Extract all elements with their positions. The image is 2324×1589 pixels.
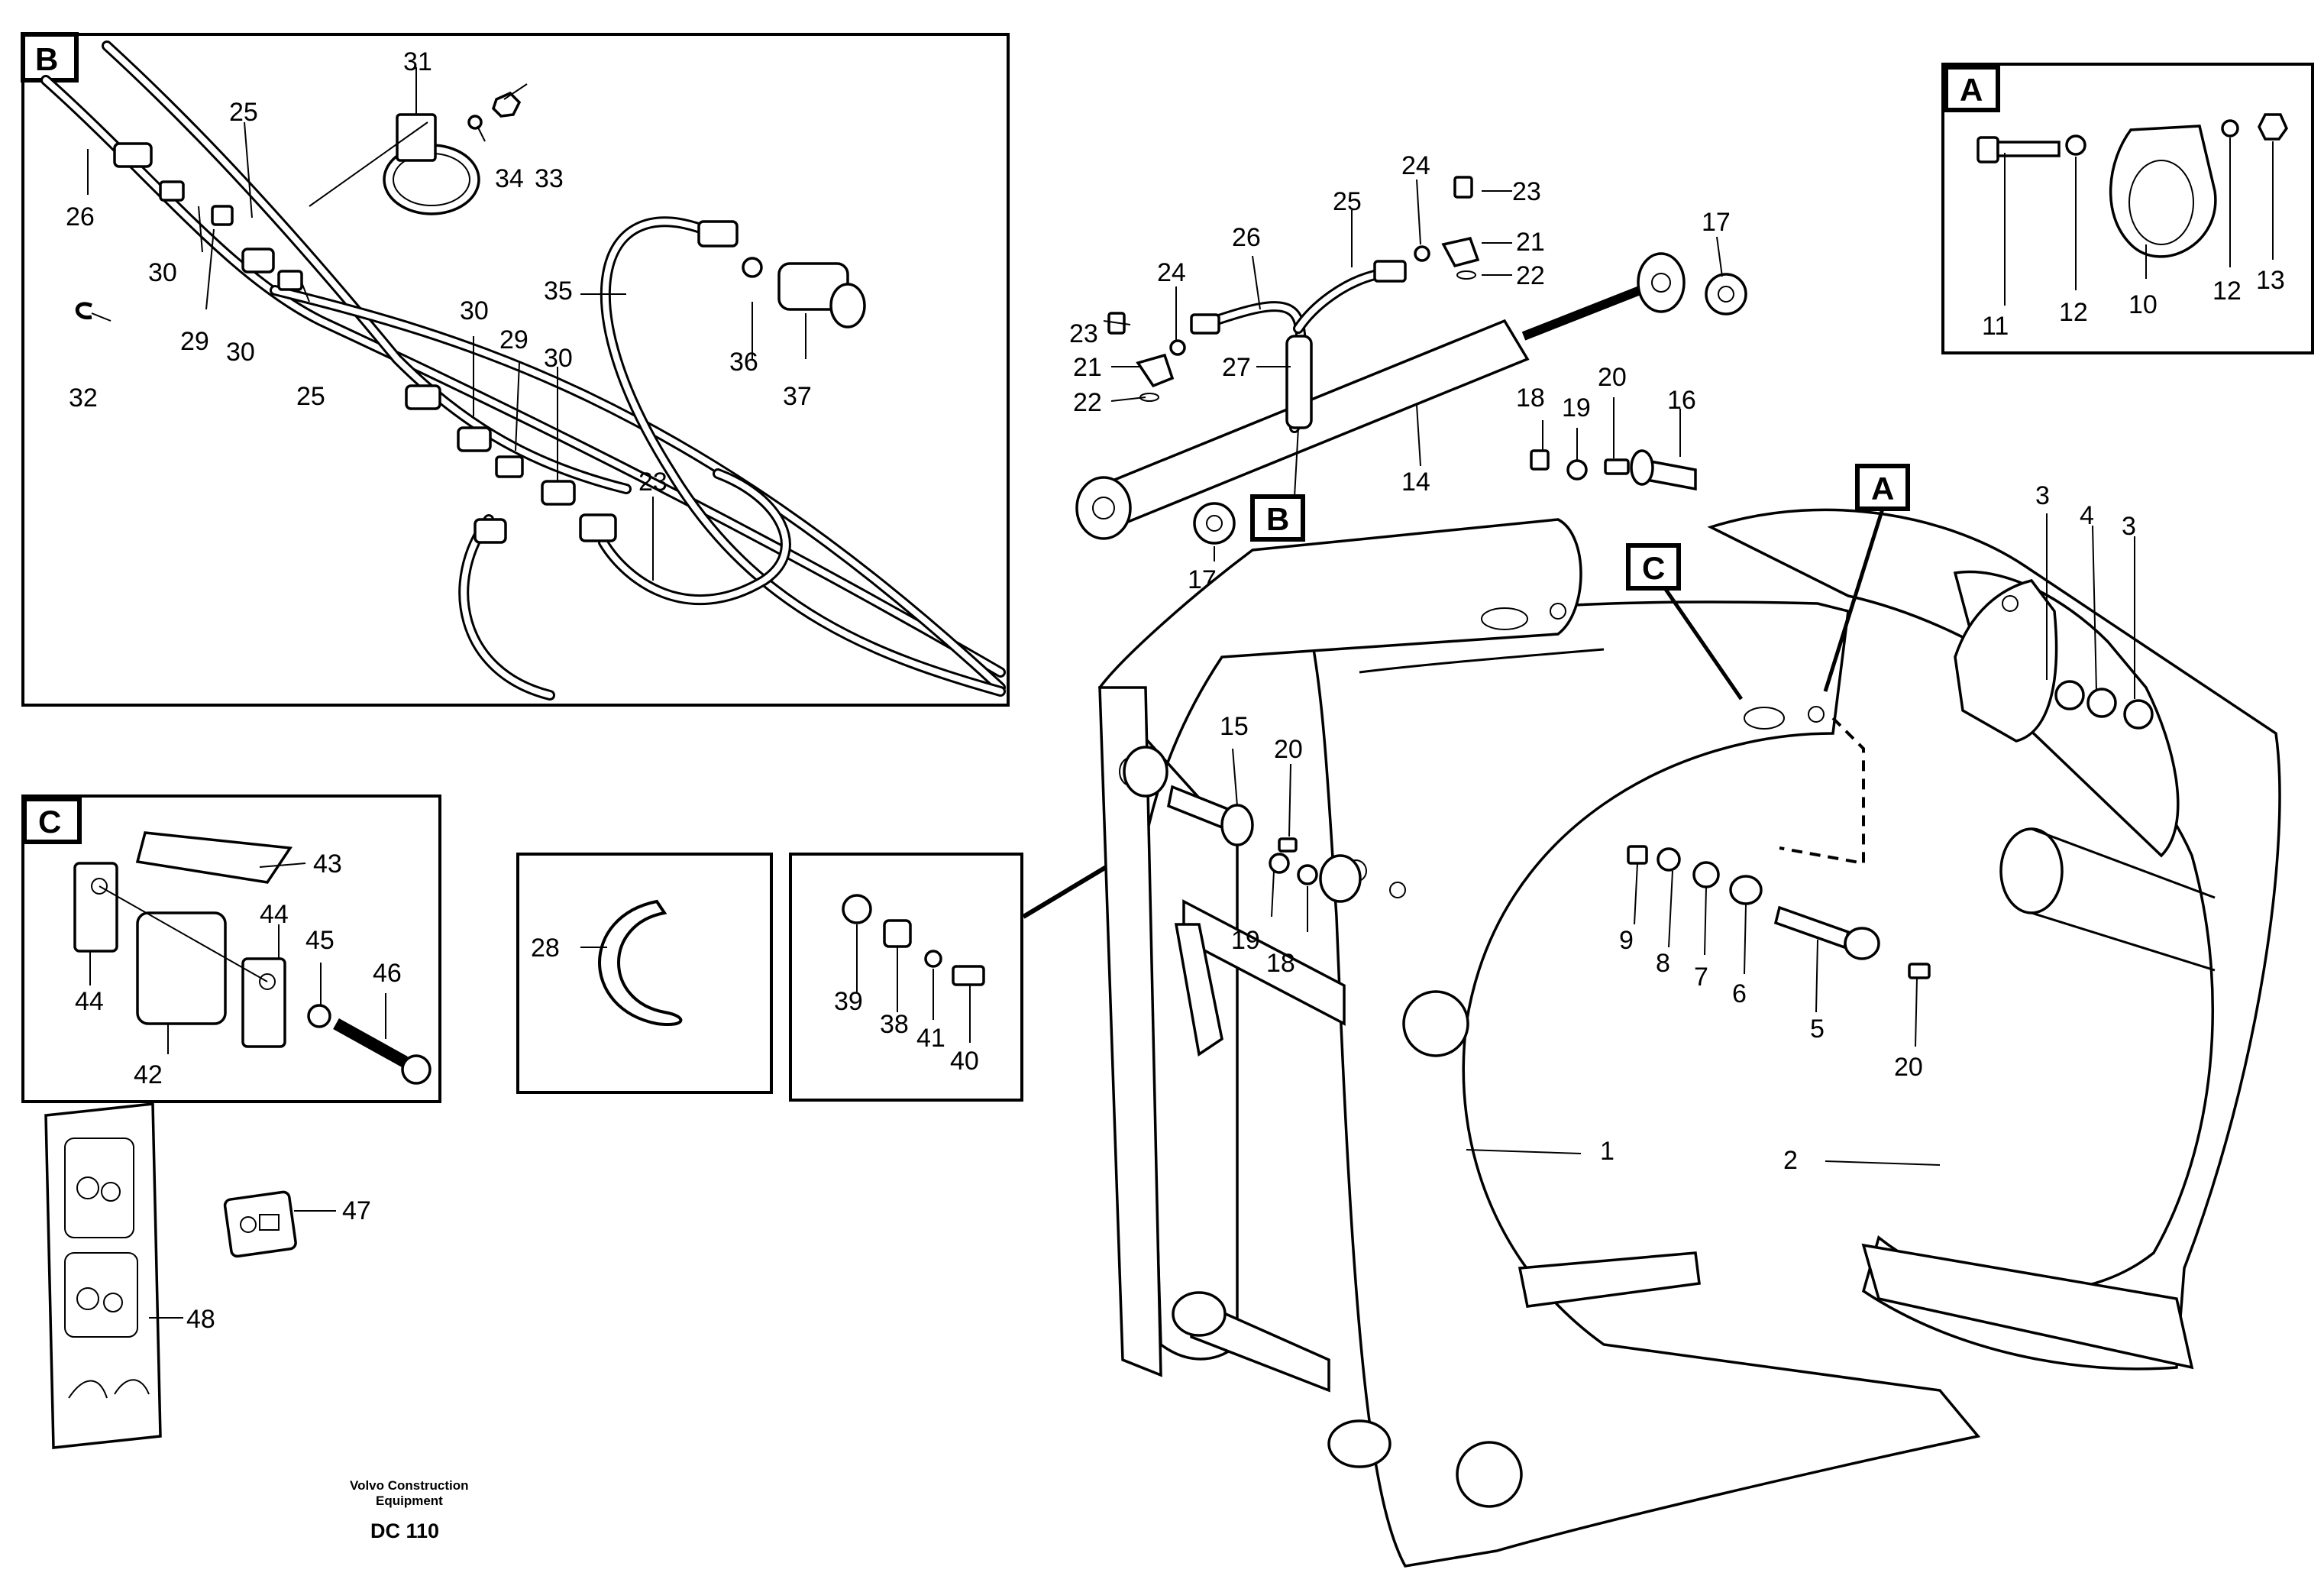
part-label-12: 12 — [2212, 277, 2242, 306]
part-label-9: 9 — [1619, 926, 1634, 955]
callout-c-letter: C — [1642, 550, 1665, 586]
detail-a-letter: A — [1960, 72, 1983, 108]
part-label-23: 23 — [1069, 319, 1098, 348]
part-label-44: 44 — [75, 987, 104, 1016]
detail-b-letter: B — [35, 41, 58, 77]
part-label-27: 27 — [1222, 353, 1251, 382]
part-label-40: 40 — [950, 1047, 979, 1076]
part-label-8: 8 — [1656, 949, 1670, 978]
part-label-26: 26 — [66, 202, 95, 231]
leaders-b — [87, 67, 806, 581]
part-label-46: 46 — [373, 959, 402, 988]
part-label-18: 18 — [1266, 949, 1295, 978]
part-label-1: 1 — [1600, 1137, 1615, 1166]
pin-5-group — [1627, 845, 1931, 1047]
part-label-23: 23 — [638, 468, 667, 497]
part-label-16: 16 — [1667, 386, 1696, 415]
part-label-29: 29 — [499, 325, 528, 354]
diagram-code: DC 110 — [370, 1519, 439, 1542]
detail-a-tag — [1944, 65, 2000, 112]
part-label-12: 12 — [2059, 298, 2088, 327]
part-label-2: 2 — [1783, 1146, 1798, 1175]
part-label-41: 41 — [916, 1024, 945, 1053]
part-label-28: 28 — [531, 934, 560, 963]
detail-38-41-panel: 39 38 41 40 — [789, 853, 1023, 1102]
part-label-13: 13 — [2256, 266, 2285, 295]
detail-28-panel: 28 — [516, 853, 773, 1094]
callout-b-letter: B — [1266, 501, 1289, 537]
part-label-23: 23 — [1512, 177, 1541, 206]
part-label-42: 42 — [134, 1060, 163, 1089]
part-label-19: 19 — [1231, 926, 1260, 955]
part-label-11: 11 — [1982, 312, 2009, 341]
detail-b-panel: B — [21, 32, 1010, 707]
part-label-30: 30 — [226, 338, 255, 367]
part-label-3: 3 — [2122, 512, 2136, 541]
part-label-4: 4 — [2080, 501, 2094, 530]
detail-c-tag — [22, 797, 82, 844]
part-label-26: 26 — [1232, 223, 1261, 252]
detail-c-letter: C — [38, 804, 61, 840]
part-label-48: 48 — [186, 1305, 215, 1334]
hydraulic-cylinder — [1075, 176, 1747, 545]
callout-a-tag — [1855, 464, 1910, 511]
part-label-25: 25 — [296, 382, 325, 411]
part-label-34: 34 — [495, 164, 524, 193]
part-label-20: 20 — [1274, 735, 1303, 764]
part-label-20: 20 — [1894, 1053, 1923, 1082]
part-label-35: 35 — [544, 277, 573, 306]
part-label-45: 45 — [305, 926, 335, 955]
footer-division: Equipment — [376, 1494, 443, 1508]
part-label-3: 3 — [2035, 481, 2050, 510]
part-label-30: 30 — [148, 258, 177, 287]
leaders-cylinder — [1103, 179, 1723, 561]
decal-48: 48 — [44, 1102, 215, 1449]
part-label-19: 19 — [1562, 393, 1591, 422]
part-label-30: 30 — [544, 344, 573, 373]
part-label-15: 15 — [1220, 712, 1249, 741]
part-label-6: 6 — [1732, 979, 1747, 1008]
part-label-21: 21 — [1073, 353, 1102, 382]
part-label-22: 22 — [1516, 261, 1545, 290]
part-label-29: 29 — [180, 327, 209, 356]
part-label-33: 33 — [535, 164, 564, 193]
part-label-22: 22 — [1073, 388, 1102, 417]
part-label-37: 37 — [783, 382, 812, 411]
pin-15-group — [1166, 748, 1318, 932]
part-label-10: 10 — [2128, 290, 2158, 319]
part-label-24: 24 — [1157, 258, 1186, 287]
callout-c-tag — [1626, 543, 1681, 591]
hose-bundle — [40, 40, 1006, 701]
part-label-25: 25 — [1333, 187, 1362, 216]
part-label-39: 39 — [834, 987, 863, 1016]
part-label-31: 31 — [403, 47, 432, 76]
part-label-30: 30 — [460, 296, 489, 325]
part-label-36: 36 — [729, 348, 758, 377]
part-label-24: 24 — [1401, 151, 1430, 180]
callout-a-letter: A — [1871, 471, 1894, 506]
callout-b-tag — [1250, 494, 1305, 542]
part-label-5: 5 — [1810, 1015, 1825, 1044]
grapple-frame — [1097, 508, 2281, 1568]
part-label-14: 14 — [1401, 468, 1430, 497]
pivot-pin-16-group — [1530, 397, 1697, 491]
part-label-44: 44 — [260, 900, 289, 929]
fittings-b — [75, 91, 866, 544]
part-label-25: 25 — [229, 98, 258, 127]
part-label-17: 17 — [1702, 208, 1731, 237]
part-label-32: 32 — [69, 383, 98, 413]
footer-company: Volvo Construction — [350, 1478, 469, 1493]
decal-47: 47 — [223, 1190, 371, 1258]
part-label-20: 20 — [1598, 363, 1627, 392]
detail-a-panel: A 11 12 10 12 13 — [1941, 63, 2314, 354]
part-label-18: 18 — [1516, 383, 1545, 413]
part-label-21: 21 — [1516, 228, 1545, 257]
part-label-38: 38 — [880, 1010, 909, 1039]
detail-c-panel: C 43 44 44 45 46 42 — [21, 794, 441, 1103]
part-label-47: 47 — [342, 1196, 371, 1225]
part-label-7: 7 — [1694, 963, 1708, 992]
part-label-43: 43 — [313, 850, 342, 879]
